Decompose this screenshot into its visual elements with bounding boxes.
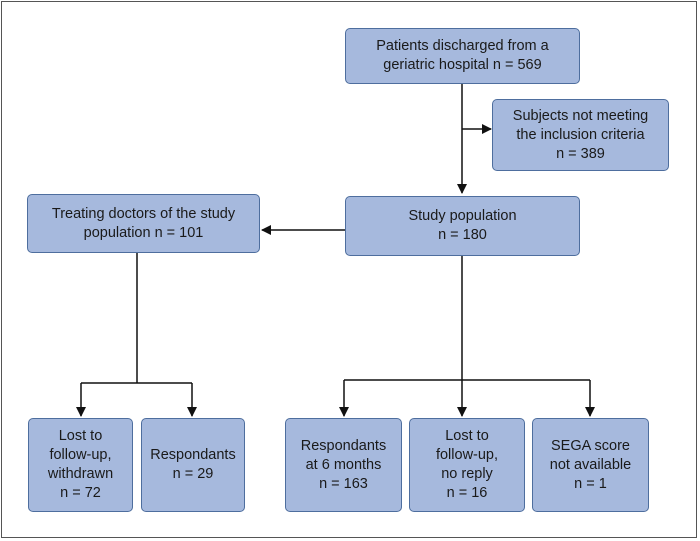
- node-doctors-respondants: Respondants n = 29: [141, 418, 245, 512]
- node-respondants-6m: Respondants at 6 months n = 163: [285, 418, 402, 512]
- node-doctors-lost: Lost to follow-up, withdrawn n = 72: [28, 418, 133, 512]
- node-study-population: Study population n = 180: [345, 196, 580, 256]
- node-excluded: Subjects not meeting the inclusion crite…: [492, 99, 669, 171]
- node-patients-lost: Lost to follow-up, no reply n = 16: [409, 418, 525, 512]
- node-doctors: Treating doctors of the study population…: [27, 194, 260, 253]
- node-discharged: Patients discharged from a geriatric hos…: [345, 28, 580, 84]
- node-sega-na: SEGA score not available n = 1: [532, 418, 649, 512]
